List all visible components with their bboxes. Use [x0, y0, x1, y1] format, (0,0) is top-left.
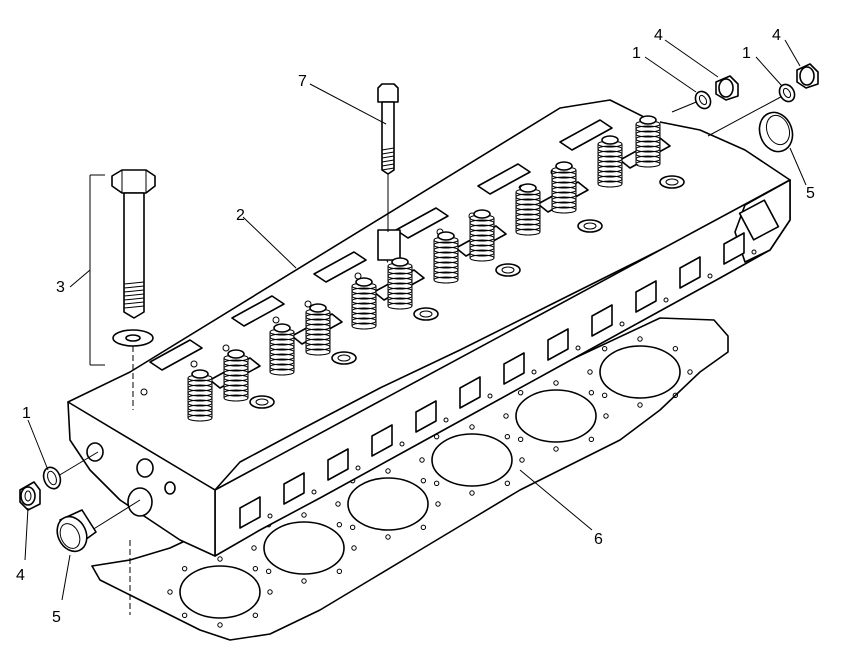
valve-spring: [635, 115, 661, 168]
callout-1-top-a: 1: [632, 45, 641, 62]
head-gasket: [91, 317, 729, 641]
callout-labels: 1 4 5 2 3 7 1 4 1 4 5 6: [16, 27, 815, 626]
valve-spring: [551, 161, 577, 214]
callout-6: 6: [594, 531, 603, 548]
callout-4-top-a: 4: [654, 27, 663, 44]
valve-spring: [515, 183, 541, 236]
valve-spring: [387, 257, 413, 310]
callout-1-left: 1: [22, 405, 31, 422]
callout-7: 7: [298, 73, 307, 90]
cylinder-head: [67, 99, 791, 557]
valve-spring: [187, 369, 213, 422]
callout-1-top-b: 1: [742, 45, 751, 62]
right-end-plugs: [671, 63, 819, 153]
cap-screw: [377, 83, 399, 232]
valve-spring: [597, 135, 623, 188]
head-bolt-with-washer: [89, 169, 156, 410]
callout-4-top-b: 4: [772, 27, 781, 44]
valve-spring: [305, 303, 331, 356]
valve-spring: [469, 209, 495, 262]
callout-2: 2: [236, 207, 245, 224]
callout-5-left: 5: [52, 609, 61, 626]
left-end-plugs: [19, 451, 141, 615]
valve-spring: [433, 231, 459, 284]
valve-spring: [223, 349, 249, 402]
callout-5-right: 5: [806, 185, 815, 202]
callout-4-left: 4: [16, 567, 25, 584]
callout-3: 3: [56, 279, 65, 296]
valve-spring: [351, 277, 377, 330]
callout-leaders: [24, 39, 807, 601]
valve-spring: [269, 323, 295, 376]
